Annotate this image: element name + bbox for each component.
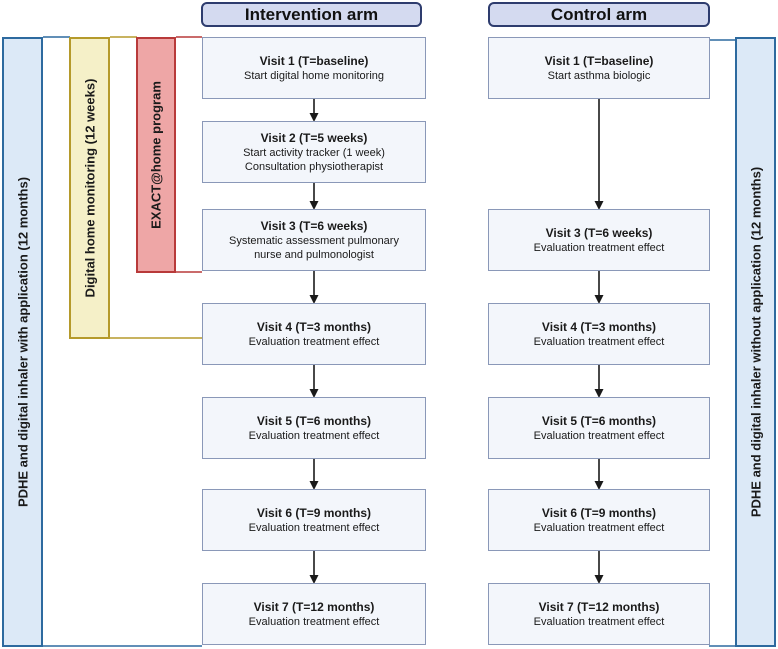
visit-description: Consultation physiotherapist <box>244 160 384 173</box>
intervention-visit-4-box: Visit 4 (T=3 months)Evaluation treatment… <box>202 303 426 365</box>
intervention-visit-2-box: Visit 2 (T=5 weeks)Start activity tracke… <box>202 121 426 183</box>
visit-title: Visit 6 (T=9 months) <box>541 505 657 520</box>
pdhe-with-app-bar: PDHE and digital inhaler with applicatio… <box>2 37 43 647</box>
intervention-visit-1-box: Visit 1 (T=baseline)Start digital home m… <box>202 37 426 99</box>
visit-title: Visit 6 (T=9 months) <box>256 505 372 520</box>
intervention-visit-7-box: Visit 7 (T=12 months)Evaluation treatmen… <box>202 583 426 645</box>
control-visit-3-box: Visit 4 (T=3 months)Evaluation treatment… <box>488 303 710 365</box>
visit-description: Evaluation treatment effect <box>248 521 380 534</box>
control-visit-1-box: Visit 1 (T=baseline)Start asthma biologi… <box>488 37 710 99</box>
control-visit-5-box: Visit 6 (T=9 months)Evaluation treatment… <box>488 489 710 551</box>
visit-description: Start activity tracker (1 week) <box>243 146 385 159</box>
control-visit-4-box: Visit 5 (T=6 months)Evaluation treatment… <box>488 397 710 459</box>
control-visit-6-box: Visit 7 (T=12 months)Evaluation treatmen… <box>488 583 710 645</box>
visit-description: Evaluation treatment effect <box>533 429 665 442</box>
visit-description: Evaluation treatment effect <box>248 335 380 348</box>
visit-title: Visit 1 (T=baseline) <box>259 53 369 68</box>
visit-title: Visit 5 (T=6 months) <box>541 413 657 428</box>
exact-home-bar: EXACT@home program <box>136 37 176 273</box>
visit-description: Start asthma biologic <box>547 69 651 82</box>
visit-title: Visit 7 (T=12 months) <box>253 599 375 614</box>
visit-description: nurse and pulmonologist <box>254 248 374 261</box>
visit-description: Systematic assessment pulmonary <box>229 234 399 247</box>
visit-title: Visit 4 (T=3 months) <box>541 319 657 334</box>
exact-home-label: EXACT@home program <box>148 81 164 229</box>
digital-home-monitoring-label: Digital home monitoring (12 weeks) <box>82 78 97 298</box>
visit-title: Visit 1 (T=baseline) <box>544 53 654 68</box>
visit-title: Visit 4 (T=3 months) <box>256 319 372 334</box>
control-visit-2-box: Visit 3 (T=6 weeks)Evaluation treatment … <box>488 209 710 271</box>
visit-title: Visit 3 (T=6 weeks) <box>545 225 653 240</box>
intervention-visit-5-box: Visit 5 (T=6 months)Evaluation treatment… <box>202 397 426 459</box>
visit-title: Visit 2 (T=5 weeks) <box>260 130 368 145</box>
pdhe-without-app-bar: PDHE and digital inhaler without applica… <box>735 37 776 647</box>
visit-description: Evaluation treatment effect <box>533 335 665 348</box>
visit-description: Evaluation treatment effect <box>248 429 380 442</box>
intervention-visit-6-box: Visit 6 (T=9 months)Evaluation treatment… <box>202 489 426 551</box>
pdhe-without-app-label: PDHE and digital inhaler without applica… <box>748 166 763 518</box>
visit-description: Evaluation treatment effect <box>533 615 665 628</box>
visit-title: Visit 3 (T=6 weeks) <box>260 218 368 233</box>
digital-home-monitoring-bar: Digital home monitoring (12 weeks) <box>69 37 110 339</box>
control-arm-header: Control arm <box>488 2 710 27</box>
intervention-visit-3-box: Visit 3 (T=6 weeks)Systematic assessment… <box>202 209 426 271</box>
intervention-arm-header: Intervention arm <box>201 2 422 27</box>
visit-description: Start digital home monitoring <box>243 69 384 82</box>
pdhe-with-app-label: PDHE and digital inhaler with applicatio… <box>15 176 30 508</box>
visit-title: Visit 5 (T=6 months) <box>256 413 372 428</box>
visit-title: Visit 7 (T=12 months) <box>538 599 660 614</box>
visit-description: Evaluation treatment effect <box>533 241 665 254</box>
visit-description: Evaluation treatment effect <box>248 615 380 628</box>
visit-description: Evaluation treatment effect <box>533 521 665 534</box>
